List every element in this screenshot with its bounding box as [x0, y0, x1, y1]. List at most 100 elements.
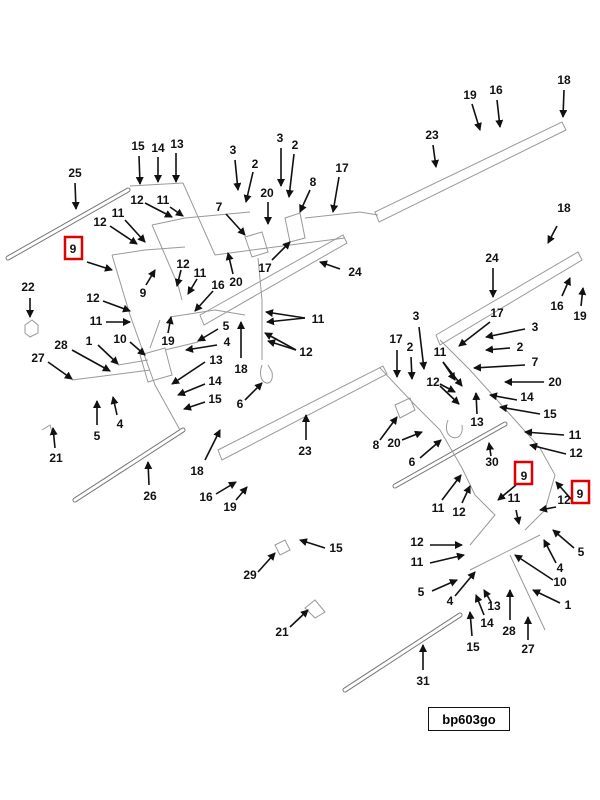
callout-number: 3	[277, 131, 284, 145]
leader-arrow	[225, 252, 234, 275]
callout-number: 13	[170, 137, 184, 151]
leader-arrow	[243, 171, 254, 203]
bar-23-top	[374, 121, 567, 223]
callout-24: 24	[485, 251, 499, 298]
callout-27: 27	[31, 351, 73, 380]
leader-arrow	[215, 481, 237, 495]
callout-27: 27	[521, 616, 535, 656]
leader-arrow	[110, 396, 119, 416]
leader-arrow	[529, 442, 567, 455]
leader-arrow	[174, 269, 183, 287]
leader-arrow	[266, 317, 306, 326]
callout-number: 13	[470, 415, 484, 429]
callout-1: 1	[532, 589, 572, 612]
callout-1: 1	[86, 334, 119, 365]
leader-arrow	[169, 206, 184, 217]
block-8-right	[394, 397, 416, 419]
diagram-reference-label: bp603go	[428, 707, 510, 731]
callout-15: 15	[183, 392, 222, 411]
leader-arrow	[97, 344, 119, 365]
callout-number: 25	[68, 166, 82, 180]
leader-arrow	[578, 287, 587, 307]
block-10-right	[469, 534, 546, 631]
callout-24: 24	[319, 260, 362, 279]
callout-number: 15	[208, 392, 222, 406]
callout-number: 26	[143, 489, 157, 503]
callout-number: 12	[569, 446, 583, 460]
callout-23: 23	[425, 128, 440, 168]
leader-arrow	[289, 609, 309, 628]
callout-number: 8	[310, 175, 317, 189]
callout-number: 12	[452, 505, 466, 519]
callout-16: 16	[194, 278, 225, 312]
callout-25: 25	[68, 166, 82, 210]
leader-arrow	[552, 529, 575, 549]
leader-arrow	[486, 442, 495, 457]
callout-number: 16	[199, 490, 213, 504]
fitting-21	[41, 424, 53, 433]
highlight-box	[513, 460, 534, 486]
leader-arrow	[401, 430, 423, 441]
nut-22	[24, 319, 39, 338]
callout-number: 12	[86, 291, 100, 305]
leader-arrow	[454, 571, 476, 597]
leader-arrow	[439, 385, 460, 405]
callout-2: 2	[407, 340, 416, 380]
callout-number: 12	[176, 257, 190, 271]
callout-29: 29	[243, 552, 276, 582]
leader-arrow	[473, 363, 526, 372]
callout-18: 18	[234, 321, 248, 376]
leader-arrow	[299, 538, 326, 549]
leader-arrow	[466, 611, 475, 637]
bar-24-right	[435, 251, 583, 346]
leader-arrow	[299, 189, 311, 213]
callout-17: 17	[258, 241, 291, 275]
callout-19: 19	[161, 316, 175, 348]
callout-7: 7	[473, 355, 539, 372]
leader-arrow	[495, 99, 504, 128]
leader-arrow	[271, 241, 291, 261]
callout-11: 11	[90, 314, 131, 328]
callout-9: 9	[70, 242, 113, 272]
block-8	[284, 212, 306, 243]
leader-arrow	[489, 392, 518, 401]
callout-number: 15	[466, 640, 480, 654]
line-16	[149, 309, 246, 349]
leader-arrow	[472, 392, 481, 415]
leader-arrow	[458, 321, 491, 347]
line-27	[71, 341, 199, 381]
callout-number: 8	[373, 438, 380, 452]
leader-arrow	[177, 383, 206, 397]
callout-number: 4	[117, 417, 124, 431]
callout-number: 24	[348, 265, 362, 279]
leader-arrow	[319, 260, 341, 270]
callout-11: 11	[187, 266, 207, 295]
callout-17: 17	[330, 161, 349, 213]
highlight-box	[63, 235, 84, 261]
leader-arrow	[264, 332, 297, 351]
callout-2: 2	[285, 138, 299, 198]
callout-number: 19	[223, 500, 237, 514]
callout-number: 5	[94, 429, 101, 443]
callout-8: 8	[299, 175, 317, 213]
callout-11: 11	[524, 428, 582, 442]
callout-number: 1	[565, 598, 572, 612]
leader-arrow	[543, 539, 557, 564]
callout-number: 11	[434, 345, 447, 359]
callout-number: 11	[508, 491, 521, 505]
leader-arrow	[109, 225, 138, 245]
leader-arrow	[267, 339, 297, 351]
bar-23-lower	[217, 365, 388, 461]
callout-number: 3	[230, 143, 237, 157]
callout-number: 21	[49, 451, 63, 465]
callout-number: 28	[502, 624, 516, 638]
leader-arrow	[431, 579, 458, 592]
line-right-2	[379, 367, 496, 546]
callout-number: 12	[426, 375, 440, 389]
callout-15: 15	[499, 404, 557, 421]
callout-number: 11	[569, 428, 582, 442]
callout-13: 13	[170, 137, 184, 183]
callout-number: 9	[70, 242, 77, 256]
clip-29	[274, 539, 291, 556]
